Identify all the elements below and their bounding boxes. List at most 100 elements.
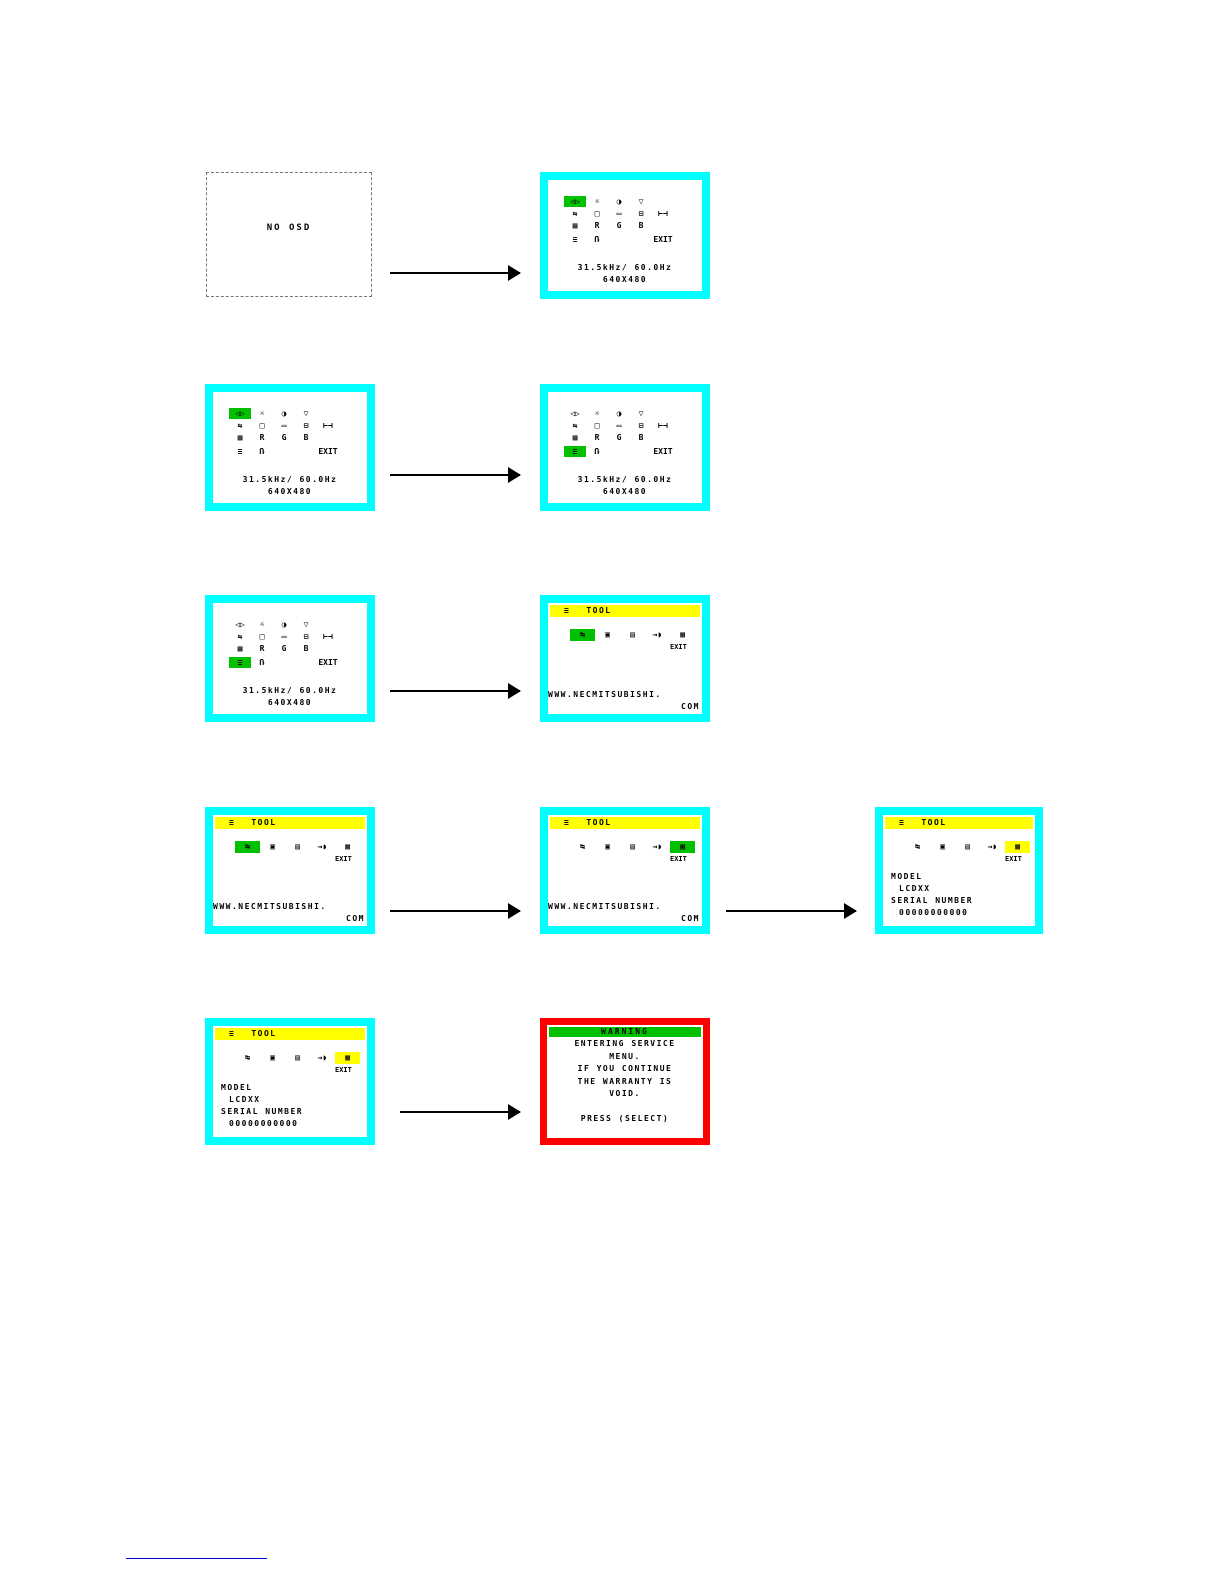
tool-title-bar: ≡ TOOL xyxy=(215,1028,365,1040)
frequency-text: 31.5kHz/ 60.0Hz xyxy=(242,475,338,484)
signal-icon: →◗ xyxy=(317,842,328,851)
auto-adjust-icon: ▽ xyxy=(638,409,644,418)
green-label: G xyxy=(281,433,287,442)
tool-info-screen: ≡TOOL ↹ ▣ ▤ →◗ ▩ EXIT MODEL LCDXX SERIAL… xyxy=(875,807,1043,934)
tool-icon: ≡ xyxy=(229,1029,236,1038)
language-icon: ↹ xyxy=(235,841,260,853)
resolution-text: 640X480 xyxy=(267,698,313,707)
serial-label: SERIAL NUMBER xyxy=(891,896,974,905)
contrast-icon: ◑ xyxy=(281,409,287,418)
tool-title-bar: ≡TOOL xyxy=(550,605,700,617)
arrow xyxy=(390,683,521,699)
language-icon: ↹ xyxy=(570,629,595,641)
tool-menu-screen: ≡TOOL ↹ ▣ ▤ →◗ ▩ EXIT WWW.NECMITSUBISHI.… xyxy=(540,595,710,722)
blue-label: B xyxy=(638,433,644,442)
tool-title: TOOL xyxy=(586,818,612,827)
signal-icon: →◗ xyxy=(652,630,663,639)
red-label: R xyxy=(594,221,600,230)
tool-icon: ≡ xyxy=(564,818,571,827)
green-label: G xyxy=(616,433,622,442)
url-line2: COM xyxy=(681,702,700,711)
osd-position-icon: ▣ xyxy=(270,842,275,851)
red-label: R xyxy=(259,644,265,653)
fine-icon: ⊢⊣ xyxy=(323,421,333,430)
exit-icon: EXIT xyxy=(318,658,338,667)
exit-label: EXIT xyxy=(670,643,687,651)
main-menu-screen: ◁▷ ☼ ◑ ▽ ⇆ □ ▭ ⊟ ⊢⊣ ▦ R G B ≡ Ռ EXIT 31.… xyxy=(205,595,375,722)
model-value: LCDXX xyxy=(229,1095,261,1104)
tool-title: TOOL xyxy=(251,1029,277,1038)
tool-title-bar: ≡ TOOL xyxy=(550,817,700,829)
language-icon: ↹ xyxy=(915,842,920,851)
info-icon: ▩ xyxy=(345,842,350,851)
position-icon: ⇆ xyxy=(572,421,578,430)
exit-icon: EXIT xyxy=(318,447,338,456)
v-position-icon: ▭ xyxy=(281,632,287,641)
tool-title: TOOL xyxy=(586,606,612,615)
frequency-readout: 31.5kHz/ 60.0Hz 640X480 xyxy=(548,474,702,498)
serial-label: SERIAL NUMBER xyxy=(221,1107,304,1116)
warning-line: THE WARRANTY IS xyxy=(577,1076,673,1086)
exit-label: EXIT xyxy=(1005,855,1022,863)
frequency-readout: 31.5kHz/ 60.0Hz 640X480 xyxy=(548,262,702,286)
green-label: G xyxy=(281,644,287,653)
url-line2: COM xyxy=(346,914,365,923)
osd-time-icon: ▤ xyxy=(630,842,635,851)
exit-label: EXIT xyxy=(335,1066,352,1074)
blue-label: B xyxy=(303,644,309,653)
model-label: MODEL xyxy=(891,872,923,881)
brightness-contrast-icon: ◁▷ xyxy=(235,620,245,629)
signal-icon: →◗ xyxy=(987,842,998,851)
h-position-icon: □ xyxy=(594,209,600,218)
frequency-text: 31.5kHz/ 60.0Hz xyxy=(577,475,673,484)
blue-label: B xyxy=(303,433,309,442)
main-menu-screen: ◁▷ ☼ ◑ ▽ ⇆ □ ▭ ⊟ ⊢⊣ ▦ R G B ≡ Ռ EXIT 31.… xyxy=(540,384,710,511)
red-label: R xyxy=(594,433,600,442)
arrow xyxy=(390,467,521,483)
tool-menu-screen: ≡TOOL ↹ ▣ ▤ →◗ ▩ EXIT WWW.NECMITSUBISHI.… xyxy=(540,807,710,934)
exit-label: EXIT xyxy=(335,855,352,863)
size-icon: ⊟ xyxy=(638,209,644,218)
osd-position-icon: ▣ xyxy=(605,842,610,851)
signal-icon: →◗ xyxy=(652,842,663,851)
sun-icon: ☼ xyxy=(259,409,265,418)
osd-position-icon: ▣ xyxy=(940,842,945,851)
warning-press-select: PRESS (SELECT) xyxy=(580,1113,670,1123)
arrow xyxy=(390,903,521,919)
language-icon: ↹ xyxy=(245,1053,250,1062)
color-temp-icon: ▦ xyxy=(572,221,578,230)
tool-info-screen: ≡TOOL ↹ ▣ ▤ →◗ ▩ EXIT MODEL LCDXX SERIAL… xyxy=(205,1018,375,1145)
warning-line: IF YOU CONTINUE xyxy=(577,1064,673,1073)
warning-title: WARNING xyxy=(549,1027,701,1037)
serial-value: 00000000000 xyxy=(899,908,969,917)
sun-icon: ☼ xyxy=(259,620,265,629)
info-icon: ▩ xyxy=(670,841,695,853)
url-line2: COM xyxy=(681,914,700,923)
reset-icon: Ռ xyxy=(594,447,600,456)
serial-value: 00000000000 xyxy=(229,1119,299,1128)
tool-title-bar: ≡TOOL xyxy=(885,817,1033,829)
info-icon: ▩ xyxy=(335,1052,360,1064)
model-value: LCDXX xyxy=(899,884,931,893)
warning-line: VOID. xyxy=(609,1089,641,1098)
info-icon: ▩ xyxy=(1005,841,1030,853)
sun-icon: ☼ xyxy=(594,409,600,418)
tool-icon: ≡ xyxy=(899,818,906,827)
osd-time-icon: ▤ xyxy=(295,1053,300,1062)
reset-icon: Ռ xyxy=(259,658,265,667)
red-label: R xyxy=(259,433,265,442)
size-icon: ⊟ xyxy=(638,421,644,430)
size-icon: ⊟ xyxy=(303,632,309,641)
reset-icon: Ռ xyxy=(259,447,265,456)
fine-icon: ⊢⊣ xyxy=(658,209,668,218)
contrast-icon: ◑ xyxy=(616,197,622,206)
osd-time-icon: ▤ xyxy=(630,630,635,639)
brightness-contrast-icon: ◁▷ xyxy=(564,196,586,207)
fine-icon: ⊢⊣ xyxy=(323,632,333,641)
blue-label: B xyxy=(638,221,644,230)
osd-position-icon: ▣ xyxy=(605,630,610,639)
tool-menu-screen: ≡TOOL ↹ ▣ ▤ →◗ ▩ EXIT WWW.NECMITSUBISHI.… xyxy=(205,807,375,934)
auto-adjust-icon: ▽ xyxy=(303,620,309,629)
